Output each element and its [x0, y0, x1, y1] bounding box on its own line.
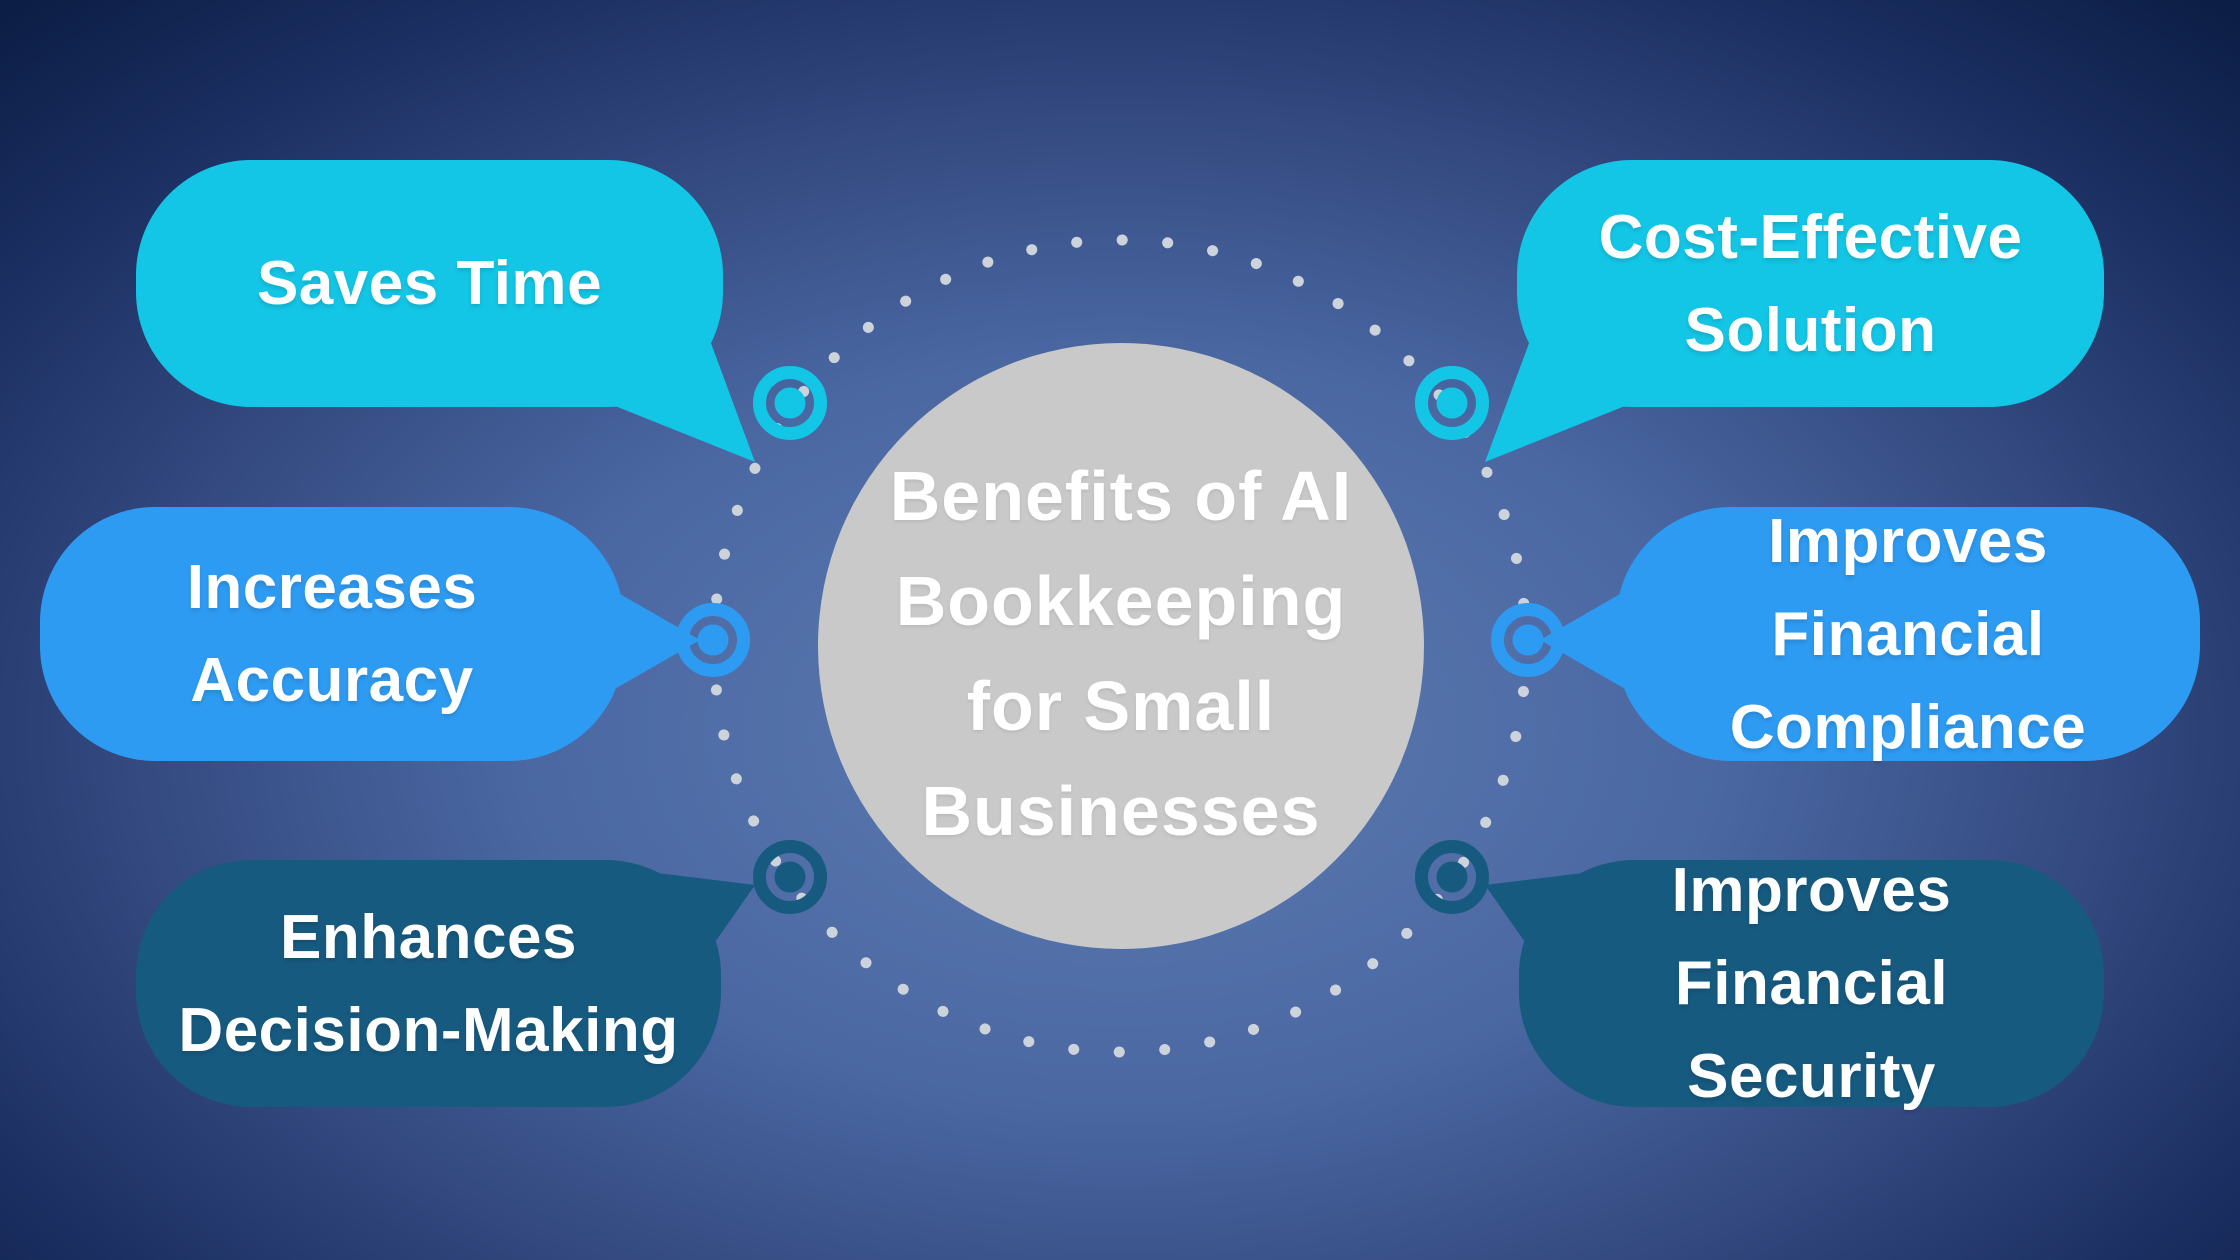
bubble-label-line: Increases: [186, 553, 478, 622]
speech-tail-increases-accuracy: [606, 586, 700, 694]
bubble-label-line: Improves: [1768, 506, 2048, 576]
bubble-enhances-decision-making: Enhances Decision-Making: [136, 860, 721, 1107]
bubble-label-line: Improves: [1671, 856, 1952, 925]
bubble-label-line: Financial: [1674, 949, 1949, 1018]
bubble-label-line: Decision-Making: [178, 995, 679, 1065]
bubble-increases-accuracy: Increases Accuracy: [40, 507, 624, 761]
bubble-label-line: Enhances: [280, 902, 577, 972]
ring-node-cost-effective: [1415, 366, 1489, 440]
ring-node-enhances-decision-making: [753, 840, 827, 914]
title-line: Businesses: [921, 772, 1321, 850]
ring-node-financial-security: [1415, 840, 1489, 914]
bubble-label-line: Accuracy: [190, 646, 474, 715]
bubble-saves-time: Saves Time: [136, 160, 723, 407]
bubble-label-line: Compliance: [1729, 692, 2087, 762]
ring-node-financial-compliance: [1491, 603, 1565, 677]
title-line: Bookkeeping: [895, 562, 1347, 640]
speech-tail-financial-compliance: [1540, 586, 1634, 694]
ring-node-increases-accuracy: [676, 603, 750, 677]
bubble-label-line: Financial: [1771, 599, 2045, 669]
infographic-title: Benefits of AI Bookkeeping for Small Bus…: [890, 444, 1353, 864]
bubble-label-line: Cost-Effective: [1598, 202, 2023, 272]
title-line: Benefits of AI: [889, 457, 1353, 535]
ring-node-saves-time: [753, 366, 827, 440]
bubble-label-line: Solution: [1684, 295, 1937, 365]
title-line: for Small: [966, 667, 1276, 745]
center-circle: Benefits of AI Bookkeeping for Small Bus…: [818, 343, 1424, 949]
bubble-cost-effective-solution: Cost-Effective Solution: [1517, 160, 2104, 407]
bubble-label-line: Saves Time: [256, 249, 603, 318]
bubble-improves-financial-compliance: Improves Financial Compliance: [1616, 507, 2200, 762]
bubble-label-line: Security: [1687, 1042, 1936, 1111]
bubble-improves-financial-security: Improves Financial Security: [1519, 856, 2104, 1111]
